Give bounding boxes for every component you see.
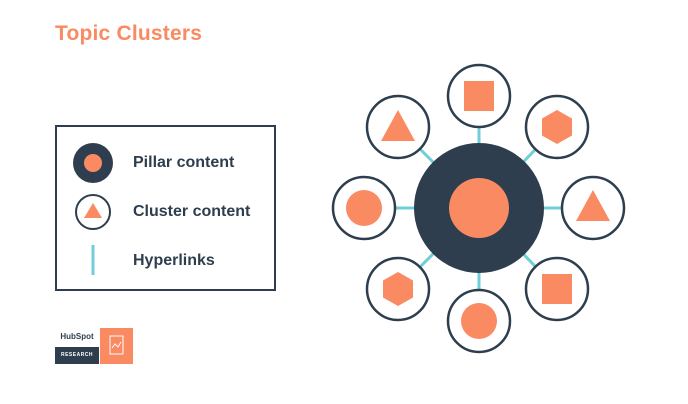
hubspot-research-badge: HubSpot RESEARCH: [55, 328, 133, 364]
legend-label-cluster: Cluster content: [133, 203, 251, 220]
legend-label-hyperlinks: Hyperlinks: [133, 252, 215, 269]
pillar-circle-icon: [449, 178, 509, 238]
document-chart-icon: [109, 335, 124, 355]
cluster-node-top-left: [365, 94, 431, 160]
circle-icon: [461, 303, 497, 339]
hexagon-icon: [542, 110, 572, 144]
triangle-icon: [576, 190, 610, 221]
cluster-node-right: [560, 175, 626, 241]
square-icon: [542, 274, 572, 304]
hexagon-icon: [383, 272, 413, 306]
pillar-symbol-icon: [73, 143, 113, 183]
cluster-node-bottom-left: [365, 256, 431, 322]
legend-symbols: [73, 143, 113, 275]
page-title: Topic Clusters: [55, 22, 203, 45]
cluster-symbol-icon: [75, 194, 111, 230]
research-label: RESEARCH: [55, 347, 99, 364]
cluster-node-top-right: [524, 94, 590, 160]
hubspot-logo: HubSpot: [60, 332, 94, 341]
square-icon: [464, 81, 494, 111]
cluster-node-top: [446, 63, 512, 129]
cluster-node-left: [331, 175, 397, 241]
circle-icon: [346, 190, 382, 226]
pillar-node: [414, 143, 544, 273]
cluster-node-bottom: [446, 288, 512, 354]
cluster-node-bottom-right: [524, 256, 590, 322]
legend-label-pillar: Pillar content: [133, 154, 235, 171]
legend-box: Pillar content Cluster content Hyperlink…: [55, 125, 276, 291]
badge-left: HubSpot RESEARCH: [55, 328, 99, 364]
badge-document-panel: [100, 328, 133, 364]
triangle-icon: [381, 110, 415, 141]
